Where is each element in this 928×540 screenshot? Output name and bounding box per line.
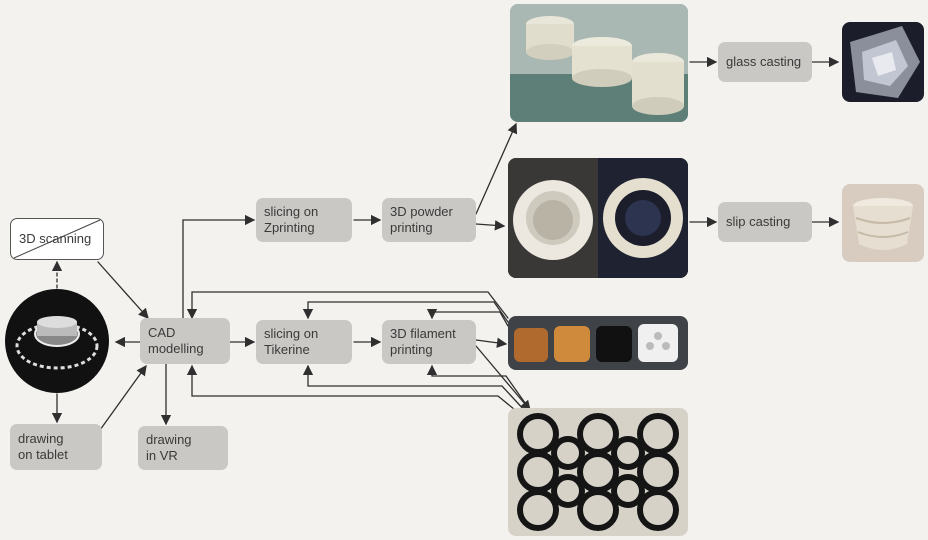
- node-slicing-zprinting: slicing on Zprinting: [256, 198, 352, 242]
- arrow-powder-to-photo-top: [475, 122, 518, 215]
- arrow-powder-to-molds: [475, 220, 506, 231]
- photo-lattice: [508, 408, 688, 536]
- node-slip-casting: slip casting: [718, 202, 812, 242]
- photo-molds: [508, 158, 688, 278]
- node-glass-casting-label: glass casting: [726, 54, 802, 69]
- arrow-filament-to-cups: [475, 337, 508, 348]
- node-slicing-tiker-label: slicing on Tikerine: [264, 326, 319, 357]
- feedback-lattice-to-tslice: [302, 364, 527, 413]
- arrow-cad-to-zslice: [182, 214, 256, 319]
- node-slicing-zprinting-label: slicing on Zprinting: [264, 204, 319, 235]
- node-3d-filament-printing: 3D filament printing: [382, 320, 476, 364]
- node-slicing-tiker: slicing on Tikerine: [256, 320, 352, 364]
- photo-slip-result: [842, 184, 924, 262]
- node-drawing-tablet: drawing on tablet: [10, 424, 102, 470]
- photo-glass-result: [842, 22, 924, 102]
- node-3d-filament-printing-label: 3D filament printing: [390, 326, 456, 357]
- node-cad-modelling: CAD modelling: [140, 318, 230, 364]
- feedback-cups-to-filament: [426, 308, 509, 327]
- arrow-tablet-to-cad: [99, 364, 147, 431]
- photo-filament-cups: [508, 316, 688, 370]
- feedback-cups-to-tslice: [302, 301, 509, 323]
- node-drawing-vr-label: drawing in VR: [146, 432, 192, 463]
- node-3d-powder-printing-label: 3D powder printing: [390, 204, 453, 235]
- node-glass-casting: glass casting: [718, 42, 812, 82]
- arrow-filament-to-lattice: [475, 345, 531, 411]
- feedback-cups-to-cad: [186, 291, 509, 320]
- node-cad-modelling-label: CAD modelling: [148, 325, 204, 356]
- arrow-scanning-to-cad: [97, 261, 149, 319]
- node-drawing-vr: drawing in VR: [138, 426, 228, 470]
- node-3d-powder-printing: 3D powder printing: [382, 198, 476, 242]
- node-slip-casting-label: slip casting: [726, 214, 791, 229]
- feedback-lattice-to-filament: [426, 364, 531, 411]
- photo-powder-parts: [510, 4, 688, 122]
- node-drawing-tablet-label: drawing on tablet: [18, 431, 68, 462]
- feedback-lattice-to-cad: [186, 364, 521, 415]
